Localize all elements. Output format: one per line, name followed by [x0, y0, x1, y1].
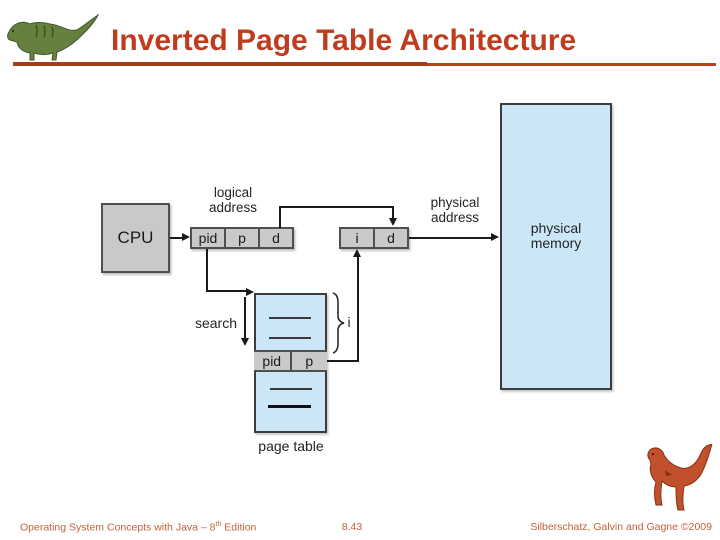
arrowhead-into-d — [389, 218, 397, 226]
page-table-entry-line — [268, 405, 311, 408]
title-underline-right — [427, 63, 716, 66]
footer-left-text: Operating System Concepts with Java – 8 — [20, 521, 216, 534]
line-search — [244, 297, 246, 339]
label-line: address — [430, 210, 480, 225]
arrowhead-into-memory — [491, 233, 499, 241]
physical-memory-label: physical memory — [500, 221, 612, 251]
search-label: search — [194, 315, 237, 331]
page-table-entry-line — [269, 337, 311, 339]
physical-address-label: physical address — [419, 195, 491, 225]
title-underline-left — [13, 62, 427, 66]
line-entry-across — [327, 360, 359, 362]
arrowhead-cpu-to-row — [182, 233, 190, 241]
footer-page-number: 8.43 — [341, 521, 363, 533]
arrowhead-into-i — [353, 249, 361, 257]
physical-memory-box — [500, 103, 612, 390]
brace-index-label: i — [347, 314, 351, 330]
footer-left-suffix: Edition — [221, 521, 257, 534]
line-entry-up — [357, 257, 359, 362]
green-dinosaur-logo-icon — [7, 13, 100, 61]
footer-left-sup: th — [215, 521, 222, 528]
arrowhead-search — [241, 338, 249, 346]
line-d-down — [392, 206, 394, 219]
cell-pt-p: p — [289, 352, 328, 370]
line-pid-across — [206, 290, 246, 292]
line-pid-down — [206, 249, 208, 292]
cpu-label: CPU — [117, 228, 154, 247]
label-line: address — [208, 200, 258, 215]
footer-book-title: Operating System Concepts with Java – 8t… — [20, 521, 256, 534]
line-d-up — [279, 206, 281, 228]
label-line: logical — [213, 185, 253, 200]
cpu-box: CPU — [101, 203, 170, 273]
cell-d: d — [258, 227, 294, 249]
label-line: memory — [530, 235, 582, 251]
logical-address-row: pid p d — [190, 227, 294, 249]
page-table-entry-line — [269, 317, 311, 319]
footer-authors: Silberschatz, Galvin and Gagne ©2009 — [530, 521, 712, 533]
page-table-entry-line — [270, 388, 312, 390]
cell-d2: d — [373, 227, 409, 249]
line-row-to-memory — [409, 237, 491, 239]
cell-pid: pid — [190, 227, 226, 249]
cell-pt-pid: pid — [262, 353, 282, 369]
page-table-match-row: pid p — [254, 350, 327, 372]
label-line: physical — [530, 220, 582, 236]
brace-icon — [332, 292, 345, 354]
line-cpu-to-row — [170, 237, 183, 239]
page-title: Inverted Page Table Architecture — [111, 24, 577, 57]
cell-p: p — [224, 227, 260, 249]
page-table-caption: page table — [258, 438, 324, 454]
arrowhead-into-page-table — [246, 288, 254, 296]
physical-address-row: i d — [339, 227, 409, 249]
line-d-across — [279, 206, 394, 208]
logical-address-label: logical address — [197, 185, 269, 215]
red-dinosaur-icon — [647, 444, 713, 511]
cell-i: i — [339, 227, 375, 249]
label-line: physical — [430, 195, 480, 210]
